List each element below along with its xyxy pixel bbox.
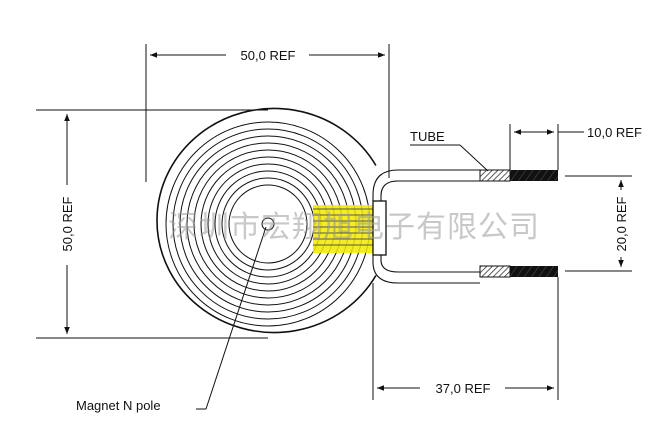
lower-lead-inner xyxy=(380,255,480,273)
upper-lead-outer xyxy=(372,169,480,201)
highlight-windings xyxy=(313,208,373,246)
center-hole xyxy=(261,217,275,231)
upper-wire-end xyxy=(510,170,558,181)
lead-exit-block xyxy=(372,200,387,256)
tube-leader xyxy=(459,144,489,172)
dim-lead-spacing-label: 20,0 REF xyxy=(614,196,629,251)
dim-tip-length-label: 10,0 REF xyxy=(587,125,642,140)
lower-tube xyxy=(479,265,511,278)
lower-lead-outer xyxy=(372,255,480,284)
dim-bottom-length-label: 37,0 REF xyxy=(436,381,491,396)
upper-lead-inner xyxy=(380,180,480,201)
upper-tube xyxy=(479,169,511,182)
dim-bottom-length xyxy=(372,277,559,400)
coil-substrate-outline xyxy=(156,107,377,334)
dim-tip-length xyxy=(509,124,584,170)
magnet-label: Magnet N pole xyxy=(76,398,161,413)
dim-lead-spacing xyxy=(565,175,632,272)
dim-top-width-label: 50,0 REF xyxy=(241,48,296,63)
magnet-leader xyxy=(205,226,267,410)
dim-left-height-label: 50,0 REF xyxy=(60,196,75,251)
tube-label: TUBE xyxy=(410,129,445,144)
lower-wire-end xyxy=(510,266,558,277)
company-watermark: 深圳市宏翔旭电子有限公司 xyxy=(168,210,540,245)
dim-top-width xyxy=(145,44,390,182)
